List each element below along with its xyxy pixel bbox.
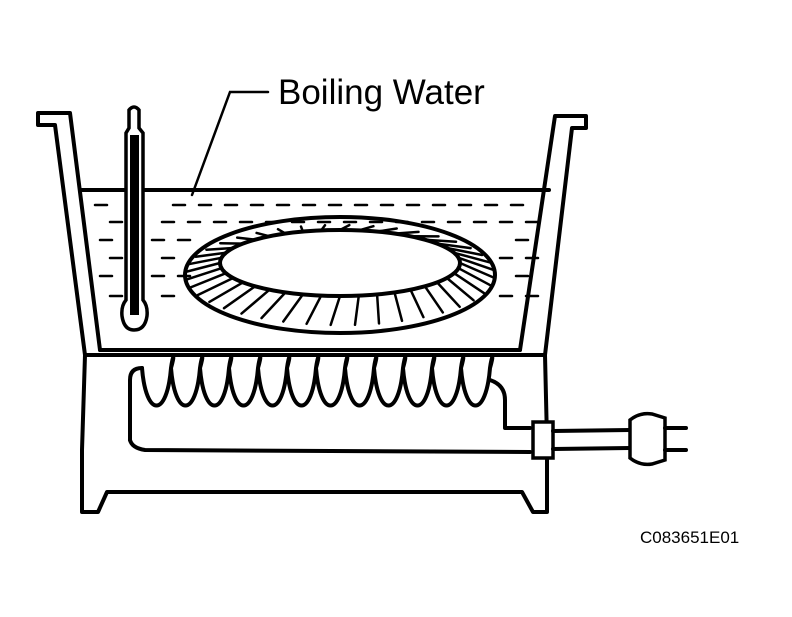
gear-tooth (353, 294, 361, 327)
gear-tooth (282, 293, 305, 323)
gear-tooth (435, 242, 472, 250)
power-cord (531, 420, 632, 460)
water (80, 188, 551, 298)
gear-tooth (194, 251, 228, 258)
gear-tooth (458, 261, 496, 280)
gear-tooth (357, 224, 375, 232)
gear-tooth (188, 271, 228, 289)
gear-tooth (184, 261, 222, 274)
gear-tooth (208, 281, 245, 304)
gear-tooth (435, 281, 461, 309)
gear-tooth (187, 256, 223, 266)
gear-tooth (329, 294, 342, 327)
gear-tooth (409, 288, 425, 319)
gear-tooth (452, 251, 492, 264)
gear-tooth (445, 246, 484, 257)
gear-tooth (240, 288, 271, 315)
gear-tooth (235, 236, 257, 241)
ring-gear (183, 215, 497, 335)
gear-tooth (196, 276, 235, 297)
gear-tooth (393, 230, 420, 235)
gear-tooth (452, 271, 486, 295)
gear-tooth (457, 256, 496, 272)
gear-tooth (255, 231, 271, 238)
gear-tooth (423, 238, 458, 244)
gear-tooth (305, 294, 323, 326)
callout-label: Boiling Water (278, 73, 485, 112)
plug (628, 411, 688, 467)
gear-tooth (375, 227, 398, 233)
gear-tooth (184, 266, 223, 282)
thermometer (120, 105, 149, 332)
gear-tooth (260, 291, 287, 320)
gear-tooth (276, 227, 287, 235)
gear-tooth (423, 285, 445, 314)
callout-leader (190, 90, 270, 197)
gear-tooth (393, 291, 404, 323)
gear-tooth (299, 225, 305, 233)
gear-tooth (457, 266, 493, 288)
pot (36, 111, 588, 514)
gear-tooth (445, 276, 475, 302)
gear-tooth (319, 223, 327, 232)
gear-tooth (338, 223, 351, 232)
heating-coil (128, 355, 532, 454)
figure-code: C083651E01 (640, 528, 739, 547)
gear-tooth (205, 246, 235, 251)
gear-tooth (222, 285, 257, 310)
gear-tooth (375, 293, 381, 325)
